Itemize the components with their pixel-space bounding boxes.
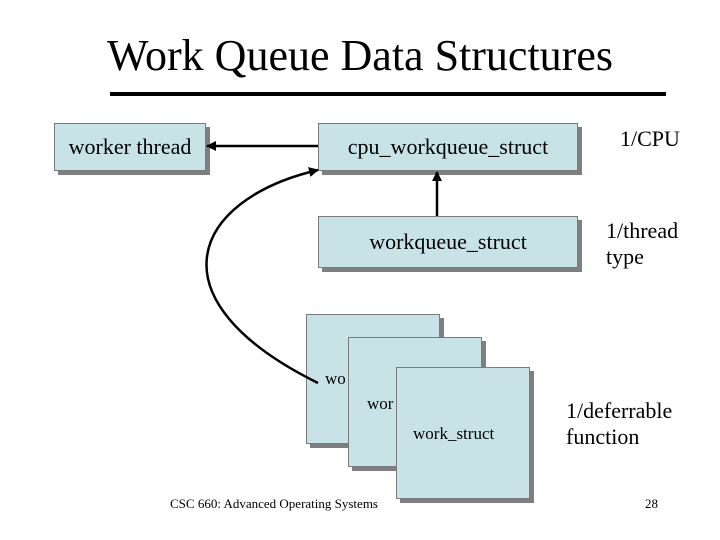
title-underline — [110, 92, 666, 96]
arrow-work-to-cpu — [205, 167, 319, 385]
slide-footer: CSC 660: Advanced Operating Systems — [170, 496, 378, 511]
worker-thread-box: worker thread — [54, 123, 206, 171]
annotation-per-cpu-text: 1/CPU — [620, 126, 680, 151]
cpu-workqueue-struct-box: cpu_workqueue_struct — [318, 123, 578, 171]
work-struct-card-2-label: wor — [367, 394, 394, 413]
annotation-per-thread-type: 1/thread type — [606, 218, 678, 270]
worker-thread-label: worker thread — [68, 134, 192, 159]
annotation-function-line1: 1/deferrable — [566, 398, 673, 423]
workqueue-struct-box: workqueue_struct — [318, 216, 578, 268]
workqueue-struct-label: workqueue_struct — [369, 229, 527, 254]
annotation-per-function: 1/deferrable function — [566, 398, 672, 450]
cpu-workqueue-struct-label: cpu_workqueue_struct — [347, 134, 549, 159]
annotation-thread-line1: 1/thread — [606, 218, 679, 243]
annotation-thread-line2: type — [606, 244, 644, 269]
slide-title: Work Queue Data Structures — [107, 31, 613, 80]
work-struct-card-3-label: work_struct — [413, 424, 495, 443]
page-number: 28 — [645, 496, 658, 511]
annotation-function-line2: function — [566, 424, 640, 449]
work-struct-card-3: work_struct — [396, 367, 530, 499]
work-struct-card-1-label: wo — [325, 369, 346, 388]
annotation-per-cpu: 1/CPU — [620, 126, 680, 152]
